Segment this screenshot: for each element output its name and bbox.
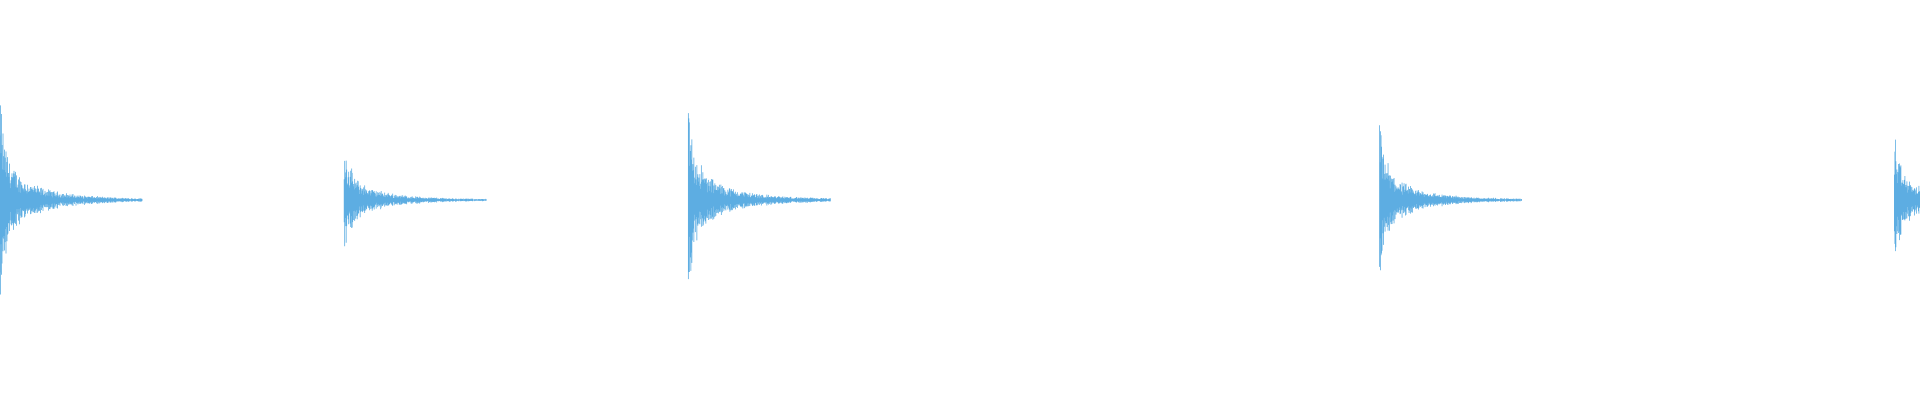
waveform-hit-4-trace xyxy=(1379,125,1522,271)
waveform-hit-5 xyxy=(1894,139,1920,252)
waveform-hit-1 xyxy=(0,105,143,295)
waveform-hit-3 xyxy=(687,113,831,280)
waveform-hits xyxy=(0,105,1920,295)
waveform-hit-4 xyxy=(1379,125,1522,271)
waveform-hit-2 xyxy=(343,160,487,247)
waveform-hit-2-trace xyxy=(343,160,487,247)
waveform-hit-3-trace xyxy=(687,113,831,280)
waveform-hit-5-trace xyxy=(1894,139,1920,252)
